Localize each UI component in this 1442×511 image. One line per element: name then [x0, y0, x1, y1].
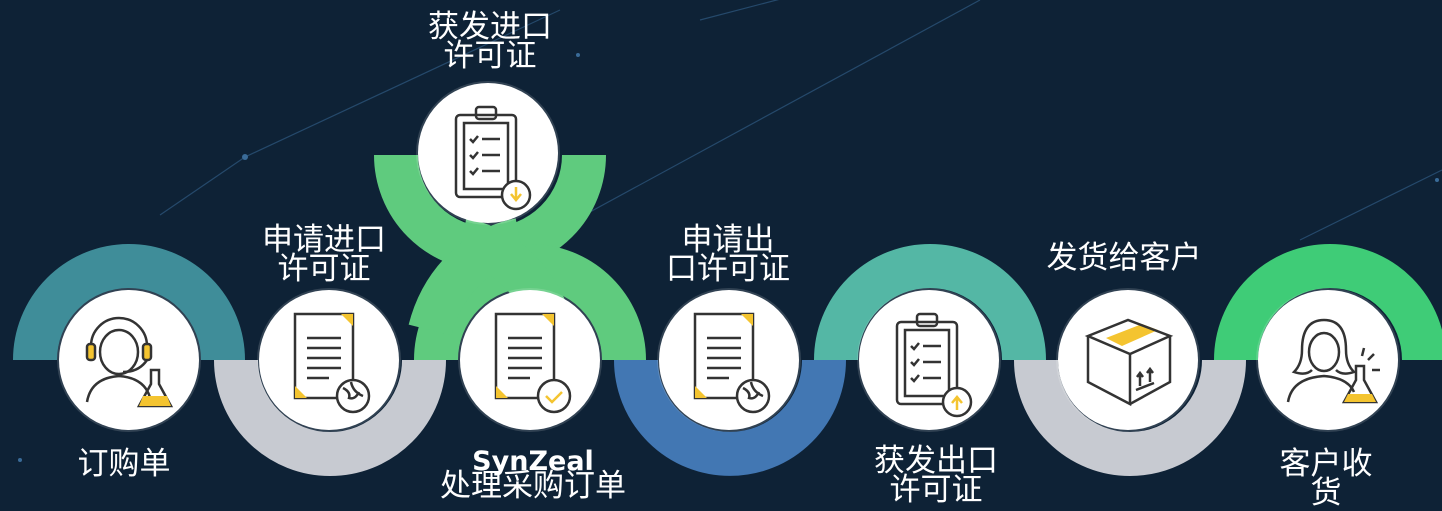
step-circle-5 — [659, 290, 799, 430]
arc-gray-1 — [214, 359, 446, 476]
arc-blue — [614, 359, 846, 476]
arc-gray-2 — [1014, 359, 1246, 476]
step-label-8: 客户收货 — [1279, 446, 1373, 511]
arc-bright-green — [1214, 244, 1442, 361]
step-label-4-brand: SynZeal — [472, 446, 594, 477]
process-flow-background — [13, 0, 1442, 476]
step-label-7: 发货给客户 — [1046, 240, 1202, 276]
step-label-2: 申请进口 许可证 — [262, 222, 386, 287]
step-label-5: 申请出 口许可证 — [666, 222, 790, 287]
step-label-6: 获发出口 许可证 — [874, 443, 998, 508]
document-check-icon — [494, 312, 572, 414]
step-label-4: 处理采购订单 — [440, 468, 626, 504]
arc-teal — [13, 244, 245, 361]
decorative-lines — [159, 0, 1442, 251]
step-label-1: 订购单 — [77, 446, 171, 482]
operator-with-flask-icon — [85, 316, 174, 408]
customer-with-flask-icon — [1286, 318, 1380, 404]
shipping-box-icon — [1084, 318, 1174, 407]
step-circle-6 — [859, 290, 999, 430]
step-circle-3 — [418, 83, 558, 223]
document-globe-icon — [693, 312, 771, 414]
clipboard-download-icon — [454, 105, 532, 211]
step-circle-1 — [59, 290, 199, 430]
step-label-3: 获发进口 许可证 — [428, 9, 552, 74]
clipboard-upload-icon — [895, 312, 973, 418]
arc-mint — [814, 244, 1046, 361]
step-circle-7 — [1058, 290, 1198, 430]
step-circle-2 — [259, 290, 399, 430]
step-circle-4 — [460, 290, 600, 430]
step-circle-8 — [1258, 290, 1398, 430]
document-globe-icon — [293, 312, 371, 414]
